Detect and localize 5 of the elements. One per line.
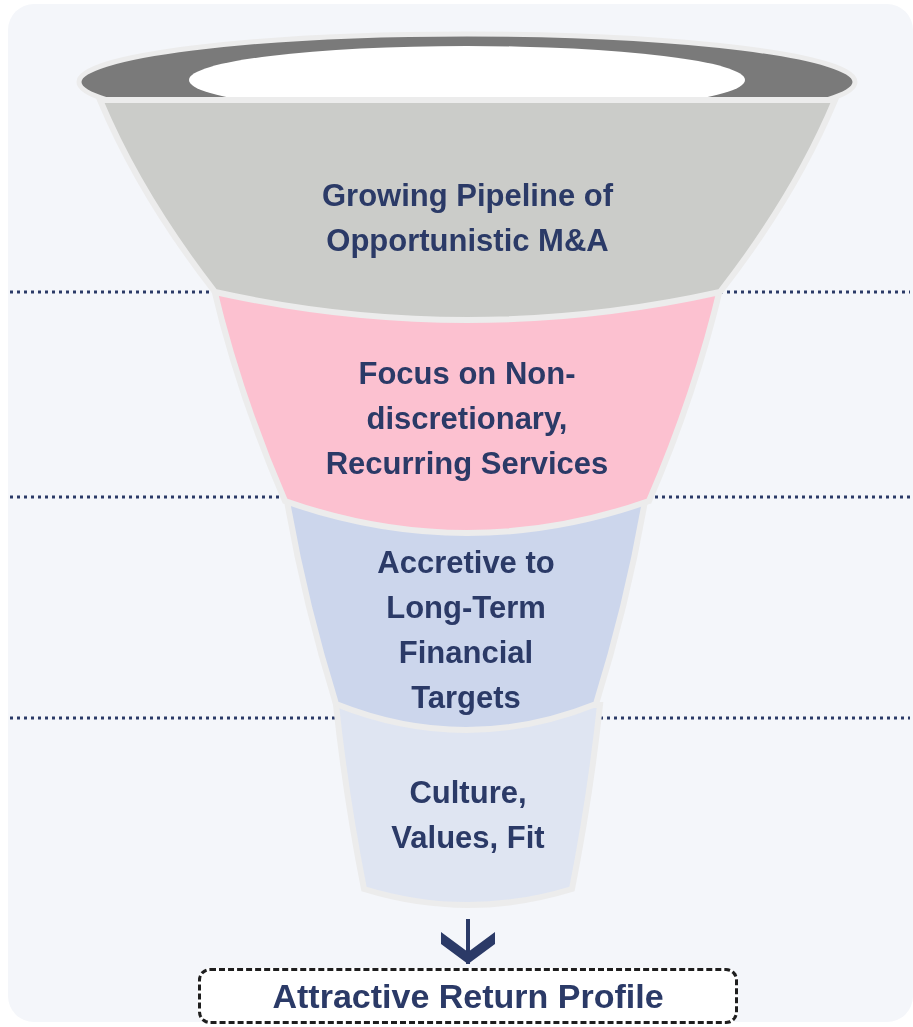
stage-label: Culture, Values, Fit (391, 775, 545, 855)
stage-label: Accretive to Long-Term Financial Targets (377, 545, 555, 715)
outcome-box: Attractive Return Profile (198, 968, 738, 1024)
stage-label: Growing Pipeline of Opportunistic M&A (321, 178, 614, 258)
stage-label: Focus on Non-discretionary, Recurring Services (325, 356, 609, 481)
